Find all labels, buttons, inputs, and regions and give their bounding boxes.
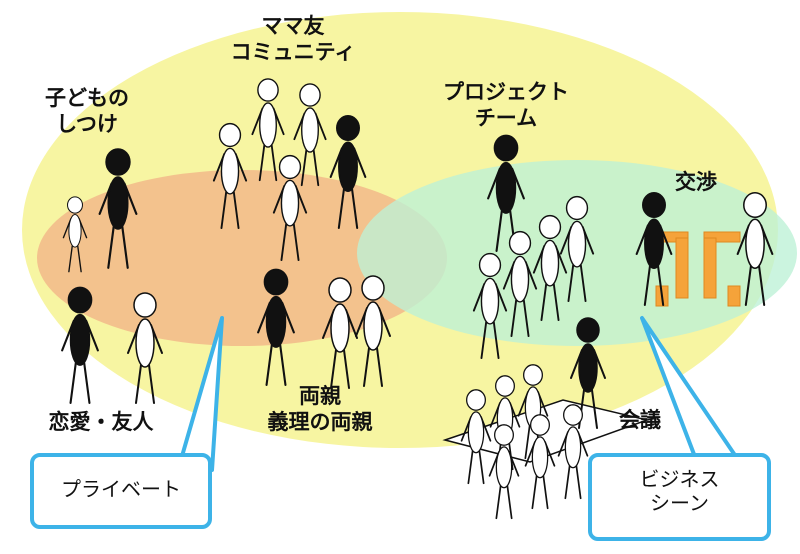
callout-private-text: プライベート — [61, 477, 181, 501]
figure-project-3 — [559, 195, 595, 303]
callout-private-box: プライベート — [30, 453, 212, 529]
figure-mama-1 — [212, 122, 248, 230]
figure-meeting-5 — [524, 414, 556, 510]
figure-parent-dark — [98, 148, 138, 269]
figure-child-small — [62, 196, 88, 273]
label-project-team: プロジェクト チーム — [443, 80, 569, 130]
label-parents: 両親 義理の両親 — [267, 384, 373, 434]
label-negotiation: 交渉 — [675, 170, 717, 194]
figure-romance-dark — [61, 286, 99, 404]
callout-business-box: ビジネス シーン — [588, 453, 771, 541]
label-mama-community: ママ友 コミュニティ — [230, 14, 356, 64]
figure-romance-light — [127, 292, 163, 404]
figure-negotiator-dark — [635, 191, 673, 306]
label-meeting: 会議 — [619, 408, 661, 432]
callout-business-text: ビジネス シーン — [639, 467, 720, 515]
figure-mama-4 — [272, 154, 308, 262]
figure-mama-dark — [329, 114, 367, 229]
figure-meeting-1 — [460, 389, 492, 485]
figure-project-4 — [472, 252, 508, 360]
figure-meeting-6 — [557, 404, 589, 500]
figure-parent-light-2 — [355, 275, 391, 387]
figure-meeting-4 — [488, 424, 520, 520]
figure-parent-light-1 — [322, 277, 358, 389]
figure-project-2 — [532, 214, 568, 322]
figure-mama-3 — [293, 83, 327, 187]
label-romance-friends: 恋愛・友人 — [48, 410, 154, 434]
figure-meeting-dark — [570, 317, 606, 429]
figure-project-dark — [487, 134, 525, 252]
label-child-discipline: 子どもの しつけ — [45, 86, 129, 136]
figure-parent-dark-2 — [257, 268, 295, 386]
negotiation-chair-right — [703, 231, 741, 307]
figure-negotiator-light — [736, 191, 774, 306]
figure-mama-2 — [251, 78, 285, 182]
figures-group — [61, 78, 774, 520]
figure-project-1 — [502, 230, 538, 338]
